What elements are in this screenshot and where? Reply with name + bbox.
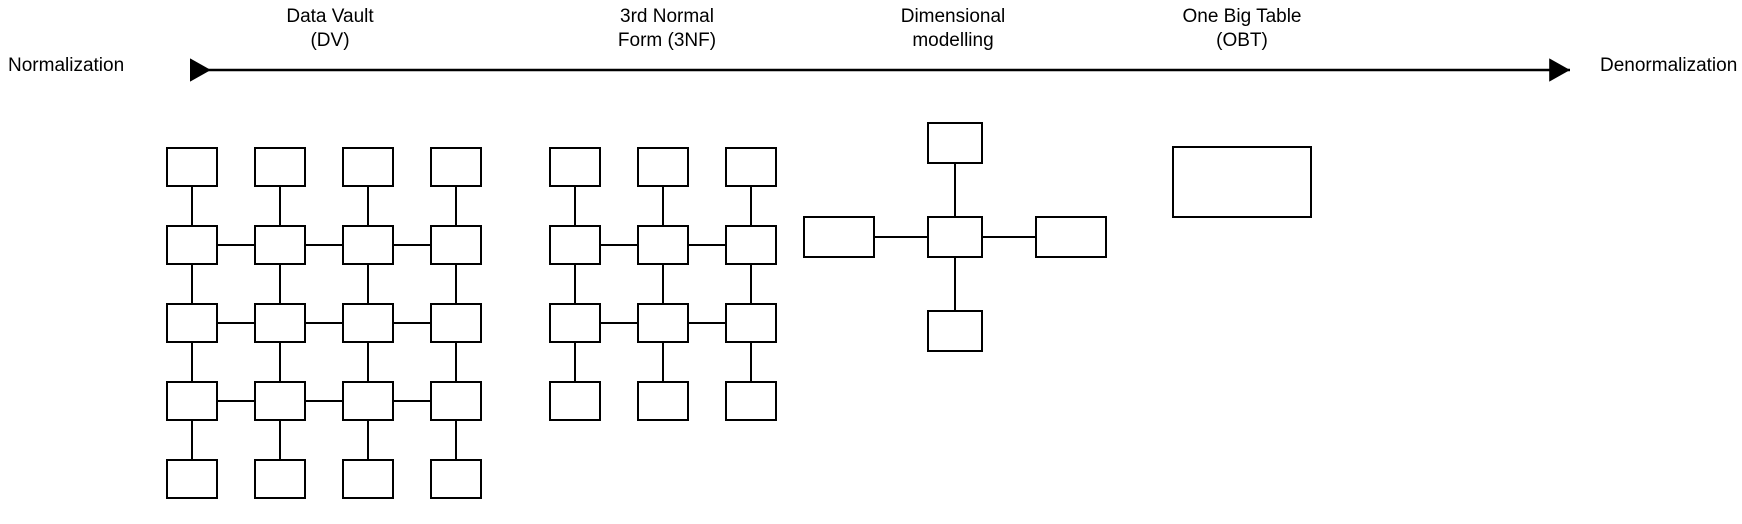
- dimension-node-west: [803, 216, 875, 258]
- table-node: [342, 381, 394, 421]
- edge-vertical: [953, 164, 957, 216]
- edge-vertical: [190, 187, 194, 225]
- table-node: [637, 303, 689, 343]
- edge-vertical: [661, 187, 665, 225]
- table-node: [342, 225, 394, 265]
- edge-horizontal: [306, 243, 342, 247]
- edge-horizontal: [601, 243, 637, 247]
- table-node: [637, 381, 689, 421]
- table-node: [166, 147, 218, 187]
- edge-horizontal: [875, 235, 927, 239]
- edge-vertical: [278, 343, 282, 381]
- edge-vertical: [573, 343, 577, 381]
- edge-vertical: [278, 265, 282, 303]
- table-node: [725, 147, 777, 187]
- table-node: [166, 225, 218, 265]
- edge-horizontal: [218, 243, 254, 247]
- stage-label-dimensional-modelling: Dimensional modelling: [900, 6, 1006, 51]
- table-node: [254, 303, 306, 343]
- table-node: [637, 225, 689, 265]
- edge-vertical: [454, 265, 458, 303]
- edge-vertical: [190, 421, 194, 459]
- table-node: [637, 147, 689, 187]
- table-node: [166, 303, 218, 343]
- edge-vertical: [454, 343, 458, 381]
- edge-vertical: [953, 258, 957, 310]
- edge-vertical: [573, 187, 577, 225]
- edge-vertical: [454, 187, 458, 225]
- edge-vertical: [278, 187, 282, 225]
- edge-horizontal: [601, 321, 637, 325]
- edge-vertical: [749, 187, 753, 225]
- edge-horizontal: [218, 399, 254, 403]
- edge-horizontal: [218, 321, 254, 325]
- table-node: [342, 459, 394, 499]
- edge-horizontal: [394, 321, 430, 325]
- dimension-node-south: [927, 310, 983, 352]
- edge-horizontal: [394, 243, 430, 247]
- edge-vertical: [278, 421, 282, 459]
- edge-vertical: [366, 187, 370, 225]
- table-node: [549, 225, 601, 265]
- edge-vertical: [661, 265, 665, 303]
- edge-vertical: [190, 343, 194, 381]
- one-big-table-node: [1172, 146, 1312, 218]
- table-node: [254, 381, 306, 421]
- table-node: [430, 147, 482, 187]
- edge-horizontal: [689, 243, 725, 247]
- table-node: [254, 147, 306, 187]
- edge-vertical: [366, 343, 370, 381]
- edge-horizontal: [306, 321, 342, 325]
- edge-vertical: [573, 265, 577, 303]
- table-node: [549, 303, 601, 343]
- table-node: [725, 303, 777, 343]
- fact-node-center: [927, 216, 983, 258]
- edge-vertical: [366, 421, 370, 459]
- table-node: [725, 381, 777, 421]
- table-node: [342, 303, 394, 343]
- table-node: [430, 459, 482, 499]
- table-node: [549, 147, 601, 187]
- stage-label-one-big-table: One Big Table (OBT): [1182, 6, 1302, 51]
- table-node: [430, 303, 482, 343]
- table-node: [254, 459, 306, 499]
- table-node: [430, 225, 482, 265]
- edge-horizontal: [689, 321, 725, 325]
- dimension-node-east: [1035, 216, 1107, 258]
- edge-vertical: [454, 421, 458, 459]
- table-node: [430, 381, 482, 421]
- dimension-node-north: [927, 122, 983, 164]
- edge-vertical: [366, 265, 370, 303]
- edge-horizontal: [306, 399, 342, 403]
- edge-vertical: [749, 265, 753, 303]
- table-node: [549, 381, 601, 421]
- axis-label-denormalization: Denormalization: [1600, 55, 1738, 76]
- table-node: [254, 225, 306, 265]
- edge-vertical: [749, 343, 753, 381]
- stage-label-third-normal-form: 3rd Normal Form (3NF): [617, 6, 717, 51]
- edge-horizontal: [983, 235, 1035, 239]
- table-node: [166, 459, 218, 499]
- edge-vertical: [661, 343, 665, 381]
- axis-label-normalization: Normalization: [8, 55, 125, 76]
- edge-horizontal: [394, 399, 430, 403]
- table-node: [166, 381, 218, 421]
- stage-label-data-vault: Data Vault (DV): [286, 6, 374, 51]
- edge-vertical: [190, 265, 194, 303]
- table-node: [342, 147, 394, 187]
- table-node: [725, 225, 777, 265]
